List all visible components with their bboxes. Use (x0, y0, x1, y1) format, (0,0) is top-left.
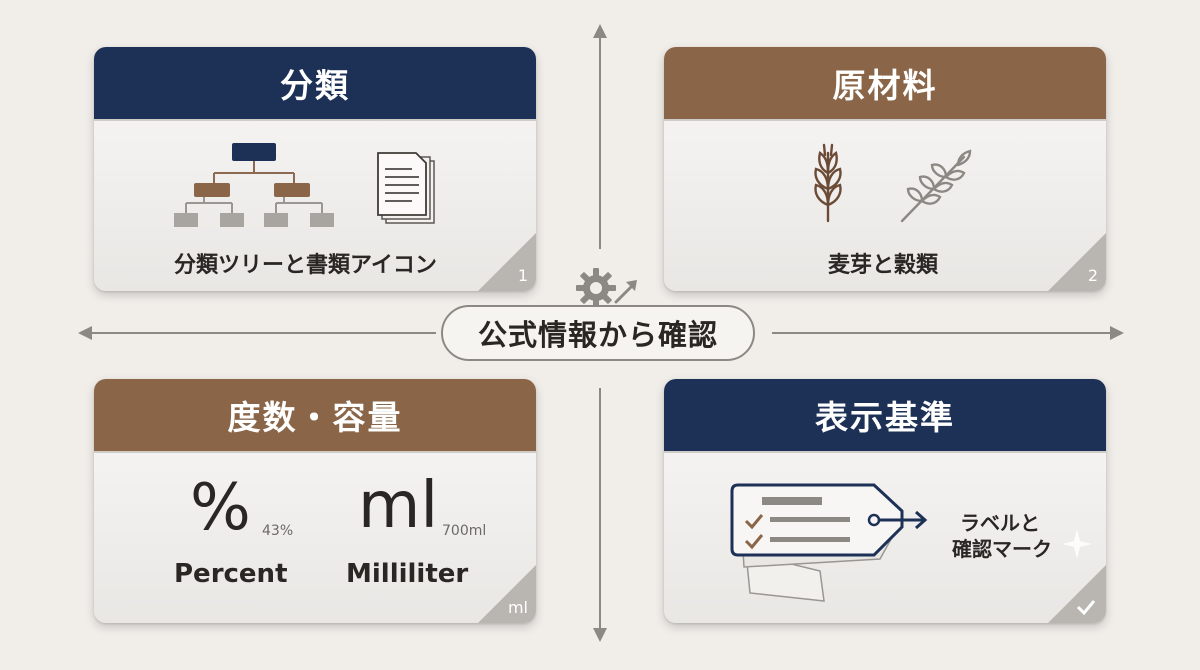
card-number: 2 (1087, 266, 1098, 285)
percent-word: Percent (174, 559, 288, 589)
label-tag-icon (730, 483, 928, 602)
vertical-axis-top (599, 36, 601, 249)
corner-fold (1048, 233, 1106, 291)
card-ingredients: 原材料 麦芽と穀類 2 (664, 47, 1106, 291)
percent-symbol: % (190, 471, 251, 545)
arrow-down-icon (593, 628, 607, 642)
grain-icon (900, 149, 972, 223)
card-number: 1 (517, 266, 528, 285)
card-labeling: 表示基準 ラベルと 確認マーク (664, 379, 1106, 623)
gear-arrow-icon (576, 268, 637, 308)
arrow-right-icon (1110, 326, 1124, 340)
card-title: 表示基準 (664, 379, 1106, 453)
document-icon (377, 152, 435, 224)
card-corner-label: ml (507, 598, 528, 617)
corner-fold (478, 233, 536, 291)
sparkle-icon (1062, 529, 1092, 559)
arrow-up-icon (593, 24, 607, 38)
card-caption: 麦芽と穀類 (828, 253, 939, 278)
corner-fold (478, 565, 536, 623)
horizontal-axis-right (772, 332, 1110, 334)
card-abv-volume: 度数・容量 % 43% Percent ml 700ml Milliliter … (94, 379, 536, 623)
ml-value: 700ml (442, 523, 487, 539)
wheat-icon (814, 143, 842, 223)
ml-symbol: ml (358, 469, 439, 543)
corner-fold (1048, 565, 1106, 623)
card-title: 分類 (94, 47, 536, 121)
percent-value: 43% (262, 523, 294, 539)
ml-word: Milliliter (346, 559, 469, 589)
tree-diagram-icon (174, 143, 334, 227)
center-label: 公式情報から確認 (441, 305, 755, 361)
card-caption: 分類ツリーと書類アイコン (174, 253, 437, 278)
vertical-axis-bottom (599, 388, 601, 628)
card-title: 度数・容量 (94, 379, 536, 453)
card-classification: 分類 分類ツリーと書類アイコン 1 (94, 47, 536, 291)
label-caption-line1: ラベルと (960, 511, 1040, 535)
horizontal-axis-left (92, 332, 436, 334)
checkmark-icon (1076, 600, 1096, 615)
arrow-left-icon (78, 326, 92, 340)
label-caption-line2: 確認マーク (952, 537, 1052, 561)
card-title: 原材料 (664, 47, 1106, 121)
